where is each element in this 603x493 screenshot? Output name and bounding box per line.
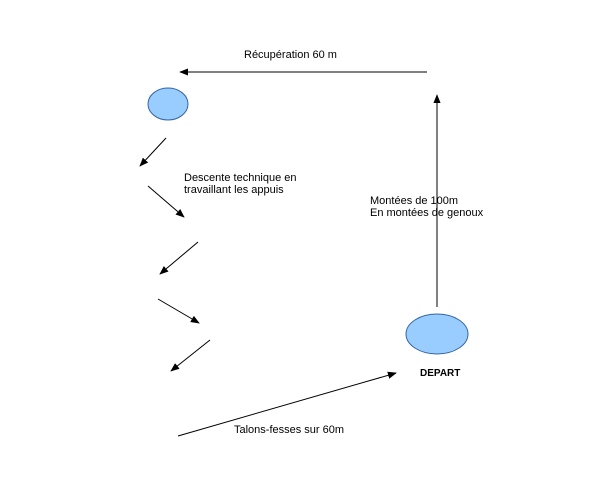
end-node bbox=[147, 87, 189, 121]
descente-arrow-2 bbox=[147, 185, 185, 218]
descente-label-line1: Descente technique en bbox=[184, 172, 297, 184]
recuperation-label: Récupération 60 m bbox=[244, 49, 337, 61]
descente-arrow-1 bbox=[139, 137, 167, 167]
descente-arrow-3 bbox=[159, 241, 199, 275]
descente-arrow-4 bbox=[157, 298, 200, 324]
talons-arrow bbox=[177, 371, 397, 437]
depart-label: DEPART bbox=[420, 368, 460, 379]
montees-label-line2: En montées de genoux bbox=[370, 207, 484, 219]
montees-label-line1: Montées de 100m bbox=[370, 195, 458, 207]
talons-label: Talons-fesses sur 60m bbox=[234, 424, 344, 436]
depart-node bbox=[405, 313, 469, 355]
descente-label-line2: travaillant les appuis bbox=[184, 184, 284, 196]
descente-arrow-5 bbox=[170, 339, 211, 372]
